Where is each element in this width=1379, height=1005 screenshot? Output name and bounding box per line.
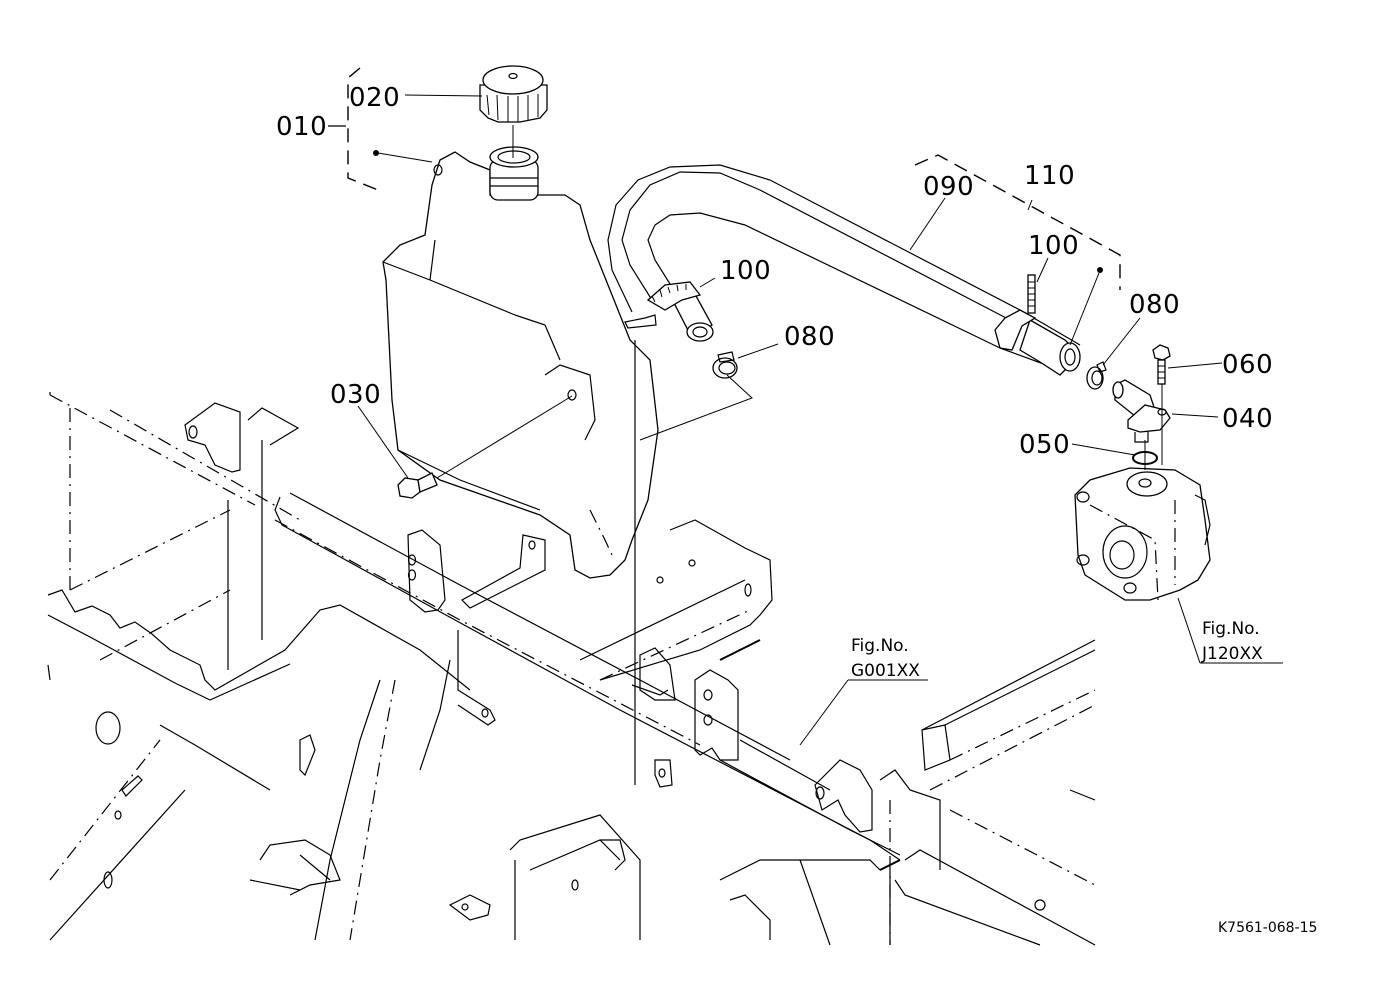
- callout-080-left: 080: [784, 322, 835, 352]
- vehicle-frame: [47, 392, 1096, 946]
- callout-080-right: 080: [1129, 290, 1180, 320]
- figure-ref-j120xx[interactable]: Fig.No. J120XX: [1201, 619, 1263, 664]
- pump-unit: [1074, 440, 1211, 601]
- leader-lines: [328, 67, 1283, 785]
- callout-100-right: 100: [1028, 231, 1079, 261]
- bolt-060[interactable]: [1152, 344, 1171, 465]
- flange-bolt-030[interactable]: [397, 395, 573, 499]
- hose-clamp-right[interactable]: [1086, 361, 1107, 390]
- callout-040: 040: [1222, 404, 1273, 434]
- elbow-joint[interactable]: [1112, 379, 1171, 443]
- figure-ref-label: Fig.No.: [851, 636, 909, 656]
- callout-030: 030: [330, 380, 381, 410]
- callout-020: 020: [349, 83, 400, 113]
- callout-090: 090: [923, 172, 974, 202]
- reserve-tank[interactable]: [382, 146, 659, 579]
- callout-010: 010: [276, 112, 327, 142]
- figure-ref-number: J120XX: [1201, 644, 1263, 664]
- callout-050: 050: [1019, 430, 1070, 460]
- drawing-code: K7561-068-15: [1218, 920, 1317, 936]
- figure-ref-label: Fig.No.: [1202, 619, 1260, 639]
- callout-110: 110: [1024, 161, 1075, 191]
- tank-cap[interactable]: [479, 65, 548, 158]
- figure-ref-g001xx[interactable]: Fig.No. G001XX: [851, 636, 920, 681]
- callout-100-left: 100: [720, 256, 771, 286]
- figure-ref-number: G001XX: [851, 661, 920, 681]
- hose-band-right[interactable]: [994, 274, 1037, 351]
- hose-fitting-right: [1019, 319, 1081, 376]
- hose-clamp-left[interactable]: [712, 351, 738, 379]
- callout-060: 060: [1222, 350, 1273, 380]
- hose-band-left[interactable]: [624, 281, 702, 329]
